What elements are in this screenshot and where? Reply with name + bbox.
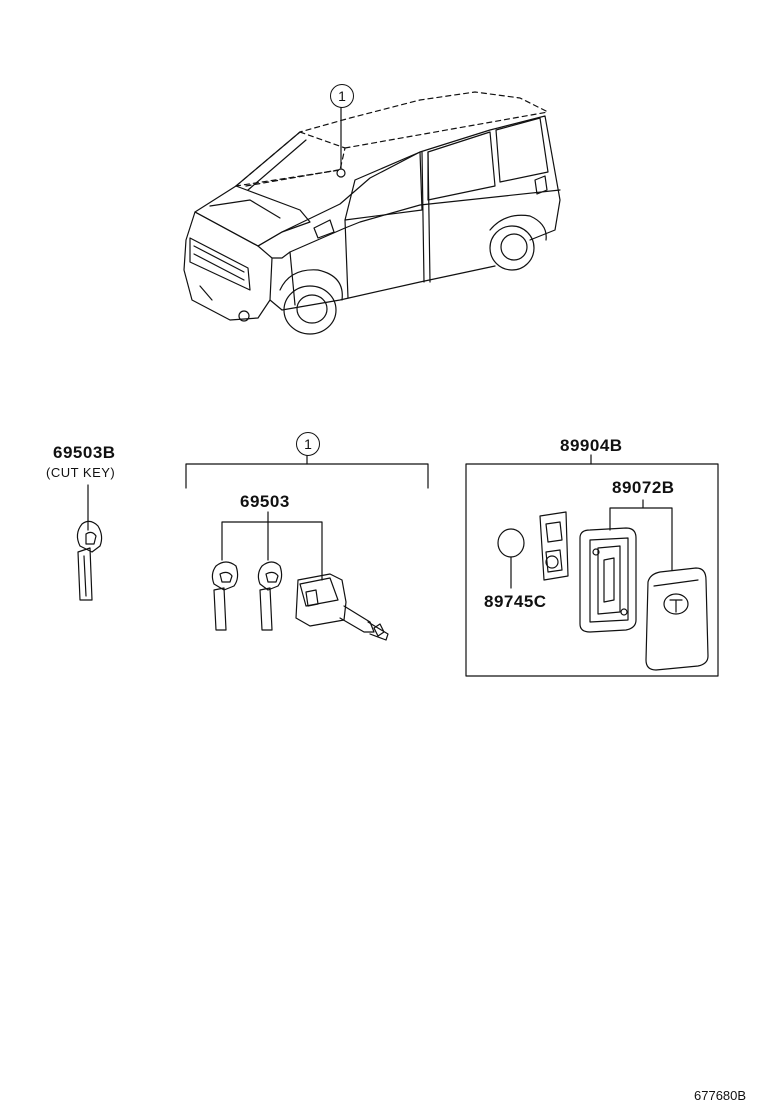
cut-key-note: (CUT KEY) [46,465,116,480]
key-set-illustration [185,454,429,641]
callout-1-key-set: 1 [296,432,320,456]
van-illustration [183,91,561,335]
transmitter-box [465,454,719,677]
part-number-transmitter-case: 89072B [612,478,675,497]
callout-1-van: 1 [330,84,354,108]
part-number-battery: 89745C [484,592,547,611]
transmitter-illustration [497,499,709,671]
illustration-code: 677680B [694,1088,747,1103]
callout-target-dot [336,168,346,178]
part-number-key-set: 69503 [240,492,290,511]
part-number-cut-key: 69503B [53,443,116,462]
cut-key-illustration [76,484,103,601]
part-number-transmitter-assy: 89904B [560,436,623,455]
